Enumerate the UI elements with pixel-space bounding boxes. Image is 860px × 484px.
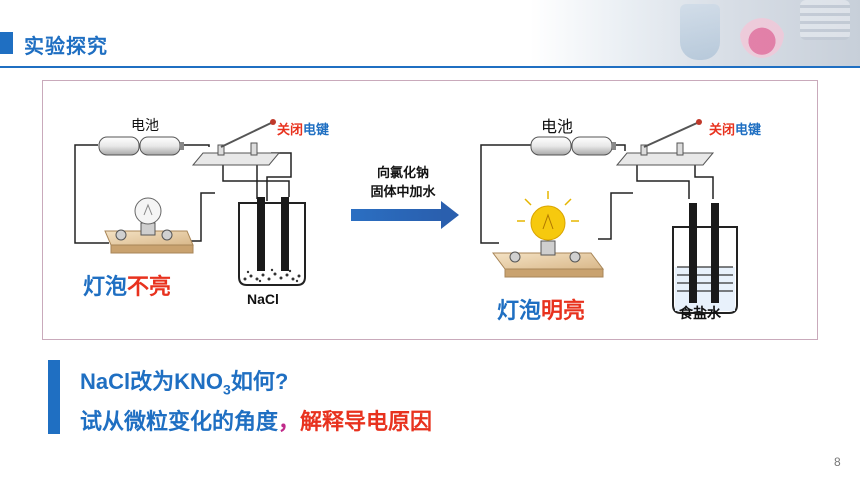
header-divider bbox=[0, 66, 860, 68]
left-battery-label: 电池 bbox=[131, 117, 159, 133]
left-switch-label: 关闭电键 bbox=[277, 119, 329, 138]
question-line-1-subscript: 3 bbox=[223, 381, 231, 398]
right-bulb-label-state: 明亮 bbox=[541, 298, 586, 323]
right-bulb-label-bulb: 灯泡 bbox=[497, 298, 542, 323]
notes-image bbox=[800, 0, 850, 40]
lit-bulb-icon bbox=[492, 191, 604, 278]
question-line-2: 试从微粒变化的角度，解释导电原因 bbox=[80, 404, 432, 436]
question-line-1: NaCl改为KNO3如何? bbox=[80, 364, 288, 397]
left-beaker-label: NaCl bbox=[247, 291, 279, 307]
left-bulb-label: 灯泡不亮 bbox=[83, 269, 171, 301]
process-label: 向氯化钠 固体中加水 bbox=[361, 163, 445, 201]
header-banner: 实验探究 bbox=[0, 0, 860, 68]
experiment-diagram: 电池 关闭电键 灯泡不亮 NaCl 向氯化钠 固体中加水 电池 关闭电键 灯泡明… bbox=[42, 80, 818, 340]
question-line-2-part1: 试从微粒变化的角度 bbox=[80, 409, 279, 434]
battery-icon bbox=[530, 136, 616, 156]
lab-photo bbox=[530, 0, 860, 68]
page-number: 8 bbox=[834, 455, 841, 469]
battery-icon bbox=[98, 136, 184, 156]
title-accent-bar bbox=[0, 32, 13, 54]
right-battery-label: 电池 bbox=[541, 119, 574, 136]
process-label-line1: 向氯化钠 bbox=[376, 165, 429, 180]
left-circuit bbox=[74, 119, 306, 286]
right-circuit bbox=[480, 119, 738, 314]
question-line-2-part2: 解释导电原因 bbox=[300, 409, 433, 434]
switch-icon bbox=[615, 119, 715, 166]
beaker-solution-icon bbox=[672, 203, 738, 314]
process-label-line2: 固体中加水 bbox=[370, 184, 436, 199]
beaker-solid-icon bbox=[238, 197, 306, 286]
unlit-bulb-icon bbox=[104, 197, 194, 254]
circuit-illustration bbox=[74, 119, 738, 314]
right-switch-label-close: 关闭 bbox=[709, 122, 736, 137]
flask-image bbox=[740, 10, 784, 58]
right-switch-label-key: 电键 bbox=[735, 122, 762, 137]
right-bulb-label: 灯泡明亮 bbox=[497, 293, 585, 325]
left-switch-label-close: 关闭 bbox=[277, 122, 304, 137]
left-bulb-label-bulb: 灯泡 bbox=[83, 274, 128, 299]
question-accent-bar bbox=[48, 360, 60, 434]
left-switch-label-key: 电键 bbox=[303, 122, 330, 137]
beaker-image bbox=[680, 4, 720, 60]
question-line-1-suffix: 如何? bbox=[230, 369, 289, 394]
right-switch-label: 关闭电键 bbox=[709, 119, 761, 138]
page-title: 实验探究 bbox=[24, 34, 108, 58]
switch-icon bbox=[191, 119, 281, 166]
right-beaker-label: 食盐水 bbox=[679, 305, 721, 321]
question-line-1-prefix: NaCl改为KNO bbox=[80, 369, 224, 394]
left-bulb-label-state: 不亮 bbox=[127, 274, 172, 299]
process-arrow-icon bbox=[351, 201, 459, 229]
question-line-2-comma: ， bbox=[278, 409, 301, 434]
